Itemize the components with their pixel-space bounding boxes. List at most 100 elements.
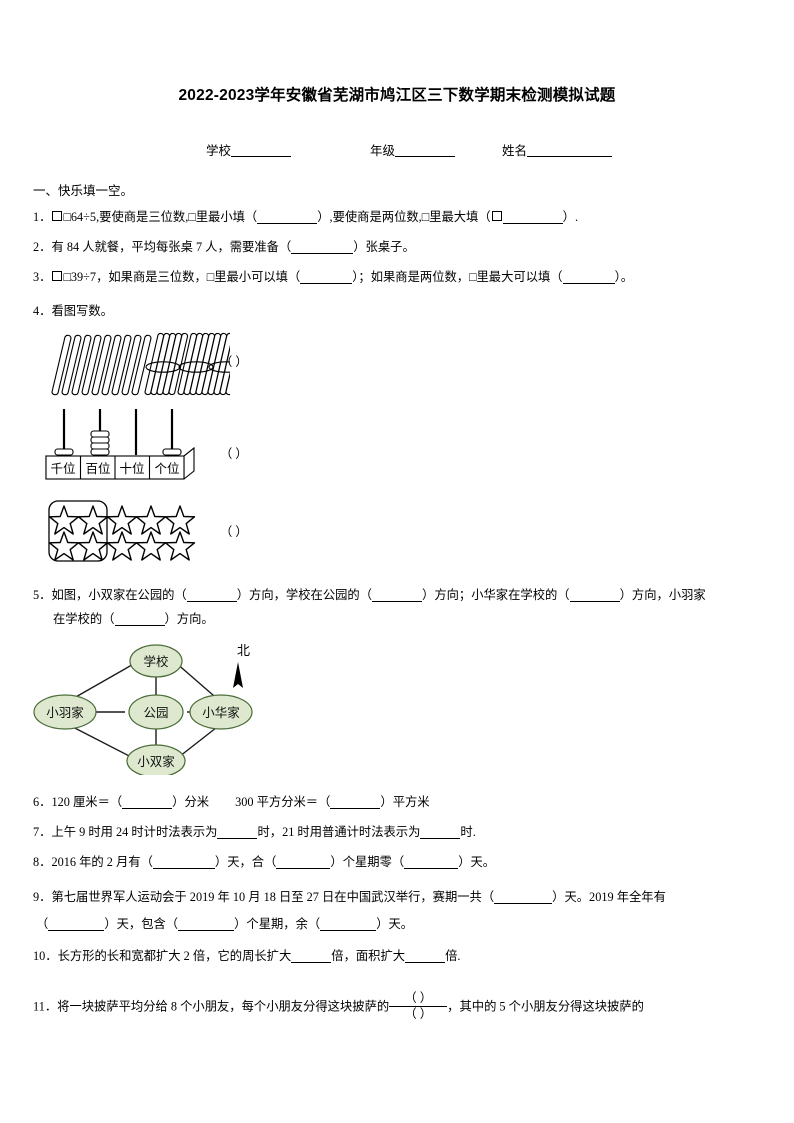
question-9-text-e: ）个星期，余（: [234, 917, 321, 931]
star-group-box: [48, 500, 108, 562]
question-11-fraction[interactable]: （ ） （ ）: [389, 991, 448, 1022]
abacus-label-hundreds: 百位: [85, 461, 110, 476]
question-3-number: 3．: [33, 270, 52, 284]
box-placeholder-icon: [52, 271, 63, 281]
page-title: 2022-2023学年安徽省芜湖市鸠江区三下数学期末检测模拟试题: [178, 87, 616, 104]
map-node-school: 学校: [129, 644, 183, 678]
question-4-text: 看图写数。: [51, 304, 113, 318]
question-8: 8．2016 年的 2 月有（ ）天，合（ ）个星期零（ ）天。: [33, 851, 763, 873]
question-3-text-a: □39÷7，如果商是三位数，□里最小可以填（: [63, 270, 301, 284]
question-10-number: 10．: [33, 949, 58, 963]
question-9-text-d: ）天，包含（: [104, 917, 179, 931]
figure-star-grid: [48, 500, 198, 567]
question-6-text-d: ）平方米: [380, 795, 430, 809]
school-input[interactable]: [231, 143, 292, 157]
compass-north-icon: 北: [233, 643, 250, 688]
box-placeholder-icon: [52, 211, 63, 221]
map-node-park: 公园: [128, 694, 184, 730]
question-10-blank-1[interactable]: [291, 949, 332, 963]
question-8-text-b: ）天，合（: [214, 855, 277, 869]
question-5-blank-2[interactable]: [372, 588, 423, 602]
question-4: 4．看图写数。: [33, 300, 763, 322]
question-8-text-c: ）个星期零（: [330, 855, 405, 869]
question-8-blank-3[interactable]: [404, 855, 459, 869]
question-5-line2: 在学校的（ ）方向。: [53, 608, 783, 630]
name-input[interactable]: [527, 143, 613, 157]
question-6-text-c: 300 平方分米＝（: [235, 795, 331, 809]
map-label-xiaoshuang: 小双家: [137, 754, 175, 769]
question-5-text-d: ）方向，小羽家: [619, 588, 706, 602]
stars-answer-blank[interactable]: （ ）: [220, 525, 248, 539]
question-5-blank-4[interactable]: [114, 612, 165, 626]
fraction-denominator[interactable]: （ ）: [404, 1007, 432, 1021]
question-8-blank-2[interactable]: [276, 855, 331, 869]
question-9-text-c: （: [36, 917, 49, 931]
question-9-blank-4[interactable]: [320, 917, 377, 931]
question-7-text-a: 上午 9 时用 24 时计时法表示为: [51, 825, 218, 839]
abacus-beads-hundreds: [90, 430, 110, 456]
question-7-blank-2[interactable]: [420, 825, 461, 839]
question-10-text-c: 倍.: [445, 949, 461, 963]
abacus-answer-blank[interactable]: （ ）: [220, 447, 248, 461]
question-5-text-e: 在学校的（: [53, 612, 115, 626]
question-2-blank-1[interactable]: [291, 240, 354, 254]
counting-sticks-svg: [51, 332, 252, 396]
question-9-blank-1[interactable]: [494, 890, 553, 904]
map-label-xiaohua: 小华家: [202, 705, 240, 720]
question-10-text-a: 长方形的长和宽都扩大 2 倍，它的周长扩大: [57, 949, 292, 963]
stick-bundle-2: [177, 332, 222, 396]
question-7-number: 7．: [33, 825, 52, 839]
grade-field[interactable]: 年级: [370, 140, 456, 159]
fraction-numerator[interactable]: （ ）: [404, 991, 432, 1005]
question-1-blank-2[interactable]: [502, 210, 563, 224]
question-6-blank-2[interactable]: [330, 795, 381, 809]
question-1-blank-1[interactable]: [257, 210, 318, 224]
map-label-xiaoyu: 小羽家: [46, 705, 84, 720]
school-field[interactable]: 学校: [206, 140, 292, 159]
question-1-text-a: □64÷5,要使商是三位数,□里最小填（: [63, 210, 258, 224]
question-3-blank-2[interactable]: [562, 270, 615, 284]
question-5-text-f: ）方向。: [164, 612, 214, 626]
question-3-text-b: ）；如果商是两位数，□里最大可以填（: [352, 270, 563, 284]
question-9-text-f: ）天。: [376, 917, 414, 931]
abacus-svg: 千位 百位 十位 个位: [45, 409, 195, 480]
question-10: 10．长方形的长和宽都扩大 2 倍，它的周长扩大倍，面积扩大倍.: [33, 945, 763, 967]
question-8-blank-1[interactable]: [152, 855, 215, 869]
box-placeholder-icon: [491, 211, 502, 221]
question-2-number: 2．: [33, 240, 52, 254]
question-5-number: 5．: [33, 588, 52, 602]
grade-input[interactable]: [395, 143, 456, 157]
direction-map-svg: 学校 小羽家 公园 小华家 小双家 北: [33, 643, 253, 778]
map-node-xiaohua: 小华家: [189, 694, 253, 730]
star-grid-svg: [48, 500, 196, 562]
name-field[interactable]: 姓名: [502, 140, 613, 159]
question-8-text-d: ）天。: [458, 855, 496, 869]
school-label: 学校: [206, 144, 232, 158]
question-7-text-c: 时.: [460, 825, 476, 839]
question-9-blank-2[interactable]: [48, 917, 105, 931]
abacus-label-ones: 个位: [154, 461, 179, 476]
abacus-label-tens: 十位: [119, 461, 144, 476]
question-8-text-a: 2016 年的 2 月有（: [51, 855, 153, 869]
question-6-blank-1[interactable]: [122, 795, 173, 809]
figure-direction-map: 学校 小羽家 公园 小华家 小双家 北: [25, 640, 290, 780]
question-7-blank-1[interactable]: [217, 825, 258, 839]
question-11-text-b: ，其中的 5 个小朋友分得这块披萨的: [447, 999, 644, 1014]
question-6-text-a: 120 厘米＝（: [51, 795, 123, 809]
question-8-number: 8．: [33, 855, 52, 869]
question-3-blank-1[interactable]: [300, 270, 353, 284]
question-9-line2: （ ）天，包含（ ）个星期，余（ ）天。: [36, 913, 766, 935]
question-5-blank-1[interactable]: [186, 588, 237, 602]
question-10-blank-2[interactable]: [405, 949, 446, 963]
stick-bundle-1: [144, 332, 189, 396]
question-2: 2．有 84 人就餐，平均每张桌 7 人，需要准备（）张桌子。: [33, 236, 763, 258]
question-5-blank-3[interactable]: [569, 588, 620, 602]
question-1-text-b: ）,要使商是两位数,□里最大填（: [317, 210, 491, 224]
question-1-text-c: ）.: [562, 210, 579, 224]
map-node-xiaoshuang: 小双家: [126, 744, 186, 778]
question-9-blank-3[interactable]: [178, 917, 235, 931]
sticks-answer-blank[interactable]: （ ）: [220, 355, 248, 369]
abacus-place-labels: 千位 百位 十位 个位: [50, 461, 179, 476]
